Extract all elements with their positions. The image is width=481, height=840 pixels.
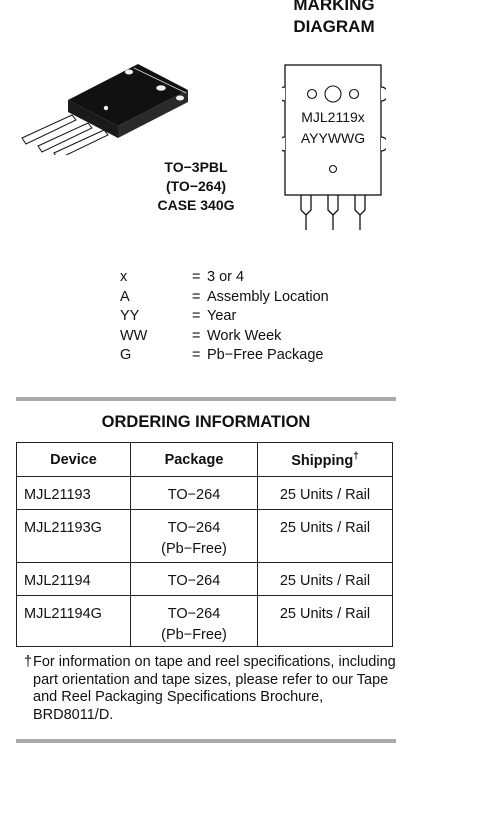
header-shipping: Shipping† [257,442,393,477]
package-notch-right [176,95,184,101]
device-cell: MJL21194G [16,595,131,647]
table-header-row: Device Package Shipping† [16,442,393,477]
legend-equals: = [192,288,201,305]
package-note: (Pb−Free) [161,627,227,643]
shipping-cell: 25 Units / Rail [257,595,393,647]
package-label: TO−3PBL (TO−264) CASE 340G [140,158,252,215]
legend-equals: = [192,327,201,344]
table-row: MJL21193G TO−264 (Pb−Free) 25 Units / Rai… [16,509,393,563]
legend-value: 3 or 4 [207,269,245,285]
shipping-value: 25 Units / Rail [279,487,371,503]
package-front-face [68,100,118,138]
package-value: TO−264 (Pb−Free) [131,596,257,646]
marking-notch-right-low [380,136,386,152]
ordering-info-title: ORDERING INFORMATION [101,413,311,431]
header-shipping-label: Shipping [291,452,354,469]
legend-equals: = [192,269,201,285]
package-label-line1: TO−3PBL [164,159,228,175]
shipping-cell: 25 Units / Rail [257,509,393,563]
package-note: (Pb−Free) [161,541,227,557]
marking-leads [300,195,366,230]
table-row: MJL21193 TO−264 25 Units / Rail [16,476,393,510]
legend-value: Year [207,308,237,324]
section-divider-bottom [16,739,396,743]
marking-diagram: MJL2119x AYYWWG [282,64,386,230]
marking-circle-center [324,85,342,103]
shipping-value: 25 Units / Rail [279,606,371,622]
marking-pin1-dot [328,164,338,174]
table-row: MJL21194 TO−264 25 Units / Rail [16,562,393,596]
package-label-line2: (TO−264) [165,178,227,194]
legend-key: YY [120,308,140,324]
legend-value: Assembly Location [207,288,329,305]
device-cell: MJL21193 [16,476,131,510]
package-notch-left [125,69,133,75]
device-cell: MJL21194 [16,562,131,596]
device-value: MJL21193G [24,520,102,536]
table-row: MJL21194G TO−264 (Pb−Free) 25 Units / Rai… [16,595,393,647]
shipping-cell: 25 Units / Rail [257,476,393,510]
marking-diagram-title: MARKING DIAGRAM [272,0,396,38]
marking-line1: MJL2119x [301,109,365,125]
device-cell: MJL21193G [16,509,131,563]
footnote-text: For information on tape and reel specifi… [33,654,396,723]
device-value: MJL21193 [24,487,91,503]
package-illustration [21,64,188,155]
package-label-line3: CASE 340G [157,197,235,213]
section-divider-top [16,397,396,401]
marking-title-line1: MARKING [293,0,375,14]
legend-equals: = [192,308,201,324]
package-dot [103,105,109,111]
package-leads [21,114,109,155]
shipping-value: 25 Units / Rail [279,520,371,536]
shipping-value: 25 Units / Rail [279,573,371,589]
package-side-face [118,90,188,138]
device-value: MJL21194 [24,573,91,589]
shipping-cell: 25 Units / Rail [257,562,393,596]
package-cell: TO−264 [130,562,258,596]
marking-body-outline [284,64,382,196]
legend-value: Work Week [207,327,282,344]
marking-title-line2: DIAGRAM [293,17,375,36]
footnote: † For information on tape and reel speci… [24,654,396,724]
marking-line2: AYYWWG [301,130,365,146]
legend-equals: = [192,347,201,363]
marking-notch-right [380,86,386,102]
ordering-table: Device Package Shipping† MJL21193 TO−264… [16,442,393,647]
device-value: MJL21194G [24,606,102,622]
package-value: TO−264 [167,487,221,503]
marking-circle-right [348,88,360,100]
legend-key: G [120,347,132,363]
marking-notch-left-low [282,136,286,152]
dagger-mark: † [353,450,359,462]
header-package: Package [130,442,258,477]
package-hole [155,84,167,92]
package-cell: TO−264 (Pb−Free) [130,595,258,647]
package-value: TO−264 [167,573,221,589]
legend-key: A [120,288,130,305]
package-cell: TO−264 (Pb−Free) [130,509,258,563]
header-device: Device [16,442,131,477]
package-name: TO−264 [167,606,221,622]
marking-circle-left [306,88,318,100]
marking-notch-left [282,86,286,102]
legend-key: x [120,269,128,285]
package-cell: TO−264 [130,476,258,510]
package-name: TO−264 [167,520,221,536]
footnote-mark: † [24,654,33,670]
legend-key: WW [120,327,148,344]
legend-value: Pb−Free Package [207,347,324,363]
package-value: TO−264 (Pb−Free) [131,510,257,560]
